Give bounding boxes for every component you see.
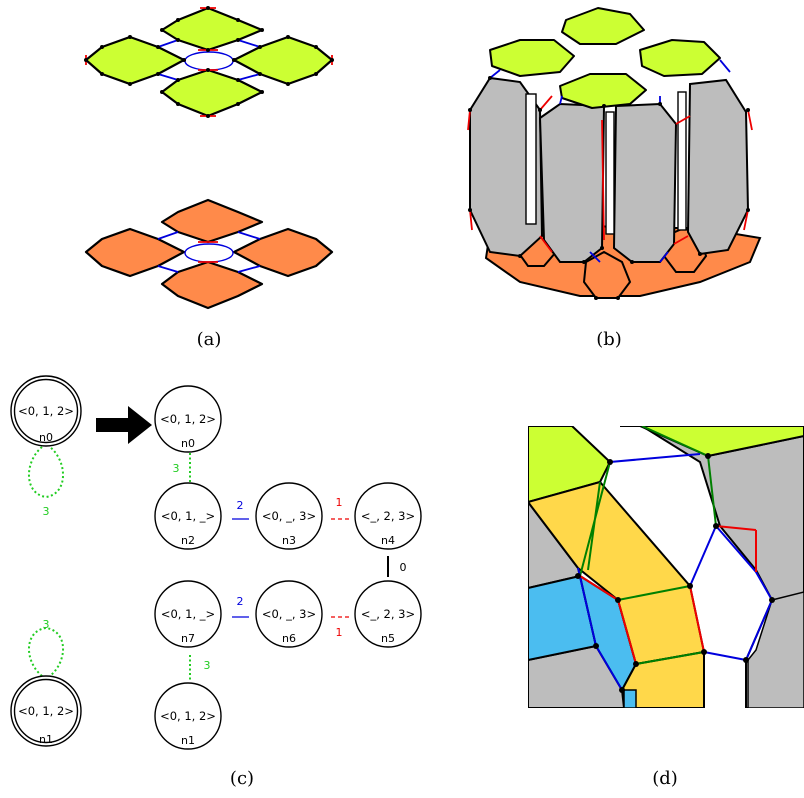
edge-label: 1	[336, 496, 343, 509]
panel-b	[467, 7, 762, 300]
panel-a-top-vertices	[84, 6, 334, 118]
edge-label: 3	[173, 462, 180, 475]
edge-n7-n6: 2	[232, 595, 249, 618]
panel-b-column-gaps	[525, 91, 687, 235]
transform-arrow	[96, 406, 152, 444]
node-n2: <0, 1, _> n2	[154, 482, 222, 550]
node-id: n2	[181, 534, 195, 547]
node-id: n0	[39, 431, 53, 444]
orange-tile-left	[84, 227, 186, 278]
orange-tile-bottom	[160, 260, 264, 310]
panel-c: <0, 1, 2> n0 3 3 <0, 1, 2> n1 <0, 1, 2> …	[10, 375, 422, 750]
node-label: <0, 1, _>	[161, 509, 215, 523]
node-label: <0, _, 3>	[262, 607, 316, 621]
edge-label: 3	[43, 618, 50, 631]
edge-label: 3	[204, 659, 211, 672]
edge-n7-n1: 3	[189, 655, 211, 680]
node-id: n3	[282, 534, 296, 547]
edge-n2-n3: 2	[232, 499, 249, 520]
node-n7: <0, 1, _> n7	[154, 580, 222, 648]
edge-label: 2	[237, 499, 244, 512]
caption-a: (a)	[197, 329, 222, 350]
node-n4: <_, 2, 3> n4	[354, 482, 422, 550]
panel-a-bottom-tiling	[84, 198, 334, 310]
center-right-column	[612, 102, 678, 263]
node-id: n6	[282, 632, 296, 645]
node-n0: <0, 1, 2> n0	[154, 385, 222, 453]
node-label: <_, 2, 3>	[361, 509, 415, 523]
node-label: <0, 1, 2>	[160, 412, 216, 426]
edge-label: 2	[237, 595, 244, 608]
node-id: n4	[381, 534, 395, 547]
node-n3: <0, _, 3> n3	[255, 482, 323, 550]
node-id: n1	[181, 734, 195, 747]
panel-b-edges	[467, 59, 753, 263]
panel-d	[528, 426, 804, 708]
node-id: n7	[181, 632, 195, 645]
edge-label: 3	[43, 505, 50, 518]
edge-label: 0	[400, 561, 407, 574]
center-hole	[184, 243, 234, 263]
node-label: <0, _, 3>	[262, 509, 316, 523]
panel-a-bottom-connectors	[157, 231, 261, 273]
panel-b-vertices	[468, 76, 750, 300]
node-n1: <0, 1, 2> n1	[154, 682, 222, 750]
panel-a-top-tiling	[84, 6, 334, 118]
node-n6: <0, _, 3> n6	[255, 580, 323, 648]
node-label: <0, 1, 2>	[160, 709, 216, 723]
node-id: n1	[39, 733, 53, 746]
node-id: n0	[181, 437, 195, 450]
center-front-column	[538, 102, 606, 263]
panel-a	[84, 6, 334, 310]
node-label: <0, 1, _>	[161, 607, 215, 621]
node-label: <0, 1, 2>	[18, 404, 74, 418]
center-hole	[184, 51, 234, 71]
orange-tile-right	[232, 227, 334, 278]
panel-b-top-tiles	[489, 7, 721, 109]
loop-edge-n1: 3	[28, 618, 64, 677]
panel-b-columns	[469, 76, 750, 263]
edge-n4-n5: 0	[387, 556, 407, 577]
caption-b: (b)	[596, 329, 622, 350]
caption-c: (c)	[230, 768, 254, 789]
left-column	[469, 76, 544, 258]
caption-d: (d)	[652, 768, 678, 789]
node-label: <0, 1, 2>	[18, 704, 74, 718]
edge-n0-n2: 3	[173, 453, 191, 482]
loop-edge-n0: 3	[28, 446, 64, 518]
edge-label: 1	[336, 626, 343, 639]
right-column	[686, 78, 750, 256]
node-n5: <_, 2, 3> n5	[354, 580, 422, 648]
node-n1-left: <0, 1, 2> n1	[10, 675, 82, 747]
edge-n6-n5: 1	[331, 616, 350, 639]
node-id: n5	[381, 632, 395, 645]
node-label: <_, 2, 3>	[361, 607, 415, 621]
node-n0-left: <0, 1, 2> n0	[10, 375, 82, 447]
edge-n3-n4: 1	[331, 496, 350, 520]
